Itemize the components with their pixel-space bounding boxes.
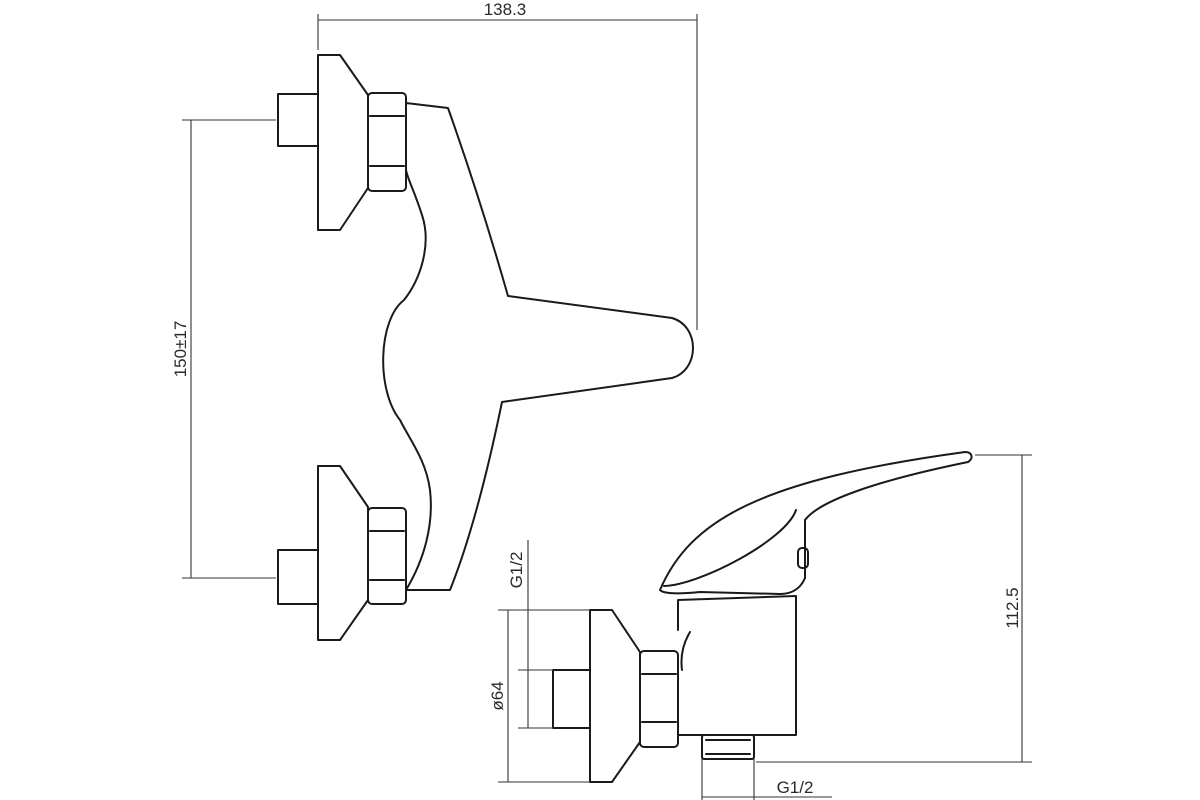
faucet-body-top-view bbox=[382, 102, 694, 591]
side-lever-ridge bbox=[663, 509, 797, 587]
side-lever-button bbox=[797, 547, 809, 569]
side-view bbox=[552, 451, 973, 783]
dimension-width: 138.3 bbox=[317, 0, 698, 330]
dim-label-outlet-thread: G1/2 bbox=[777, 778, 814, 797]
side-lever-handle bbox=[659, 451, 973, 595]
lower-wall-flange bbox=[317, 465, 369, 641]
upper-inlet-pipe bbox=[277, 93, 319, 147]
dim-label-height: 112.5 bbox=[1003, 587, 1022, 628]
side-cartridge-body bbox=[677, 595, 797, 736]
lower-hex-nut bbox=[367, 507, 407, 605]
dimension-height: 112.5 bbox=[756, 454, 1032, 763]
dimension-flange-diameter: ø64 bbox=[488, 609, 590, 783]
side-wall-flange bbox=[589, 609, 641, 783]
dim-label-inlet-spacing: 150±17 bbox=[171, 321, 190, 378]
side-outlet bbox=[701, 734, 755, 760]
side-body-curve bbox=[680, 631, 691, 671]
side-inlet-pipe bbox=[552, 669, 591, 729]
dimension-inlet-spacing: 150±17 bbox=[171, 119, 276, 579]
dimension-inlet-thread: G1/2 bbox=[507, 540, 553, 729]
side-hex-nut bbox=[639, 650, 679, 748]
dim-label-width: 138.3 bbox=[484, 0, 527, 19]
dimension-outlet-thread: G1/2 bbox=[701, 759, 832, 800]
lower-inlet-pipe bbox=[277, 549, 319, 605]
upper-hex-nut bbox=[367, 92, 407, 192]
top-view bbox=[277, 54, 694, 641]
dim-label-inlet-thread: G1/2 bbox=[507, 552, 526, 589]
upper-wall-flange bbox=[317, 54, 369, 231]
dim-label-flange-diameter: ø64 bbox=[488, 681, 507, 710]
